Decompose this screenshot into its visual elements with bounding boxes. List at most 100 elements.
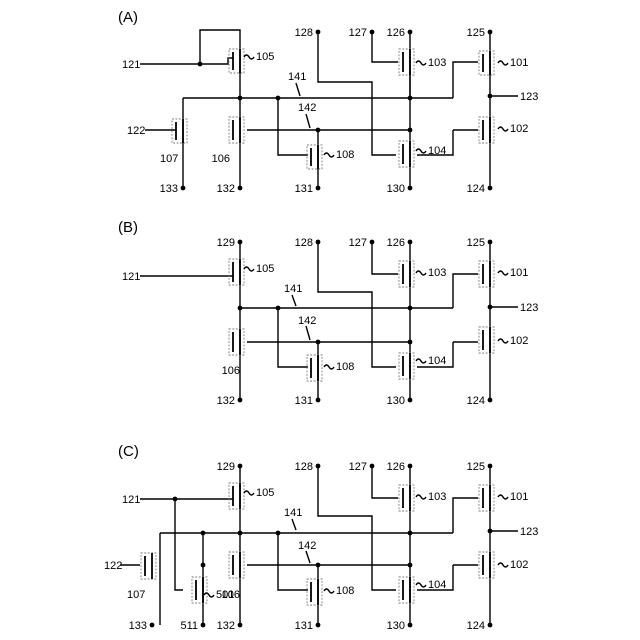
terminal-label-132: 132 [217, 395, 235, 407]
terminal-label-131: 131 [295, 620, 313, 632]
junction-dot [488, 398, 493, 403]
transistor-label-104: 104 [428, 355, 446, 367]
transistor-104: 104 [399, 141, 446, 167]
junction-dot [370, 240, 375, 245]
transistor-label-101: 101 [510, 491, 528, 503]
junction-dot [150, 623, 155, 628]
terminal-label-124: 124 [467, 183, 485, 195]
terminal-label-125: 125 [467, 27, 485, 39]
junction-dot [488, 240, 493, 245]
transistor-label-105: 105 [256, 487, 274, 499]
terminal-label-128: 128 [295, 237, 313, 249]
junction-dot [238, 186, 243, 191]
transistor-102: 102 [479, 117, 528, 143]
junction-dot [316, 240, 321, 245]
transistor-107: 107 [127, 553, 156, 601]
terminal-label-131: 131 [295, 395, 313, 407]
transistor-105: 105 [229, 259, 274, 285]
junction-dot [408, 186, 413, 191]
terminal-label-132: 132 [217, 183, 235, 195]
transistor-105: 105 [229, 483, 274, 509]
terminal-label-128: 128 [295, 461, 313, 473]
terminal-label-127: 127 [349, 27, 367, 39]
transistor-label-101: 101 [510, 57, 528, 69]
transistor-label-102: 102 [510, 559, 528, 571]
transistor-label-103: 103 [428, 491, 446, 503]
panel-label-c: (C) [118, 443, 139, 460]
junction-dot [198, 62, 203, 67]
junction-dot [408, 240, 413, 245]
transistor-label-108: 108 [336, 361, 354, 373]
junction-dot [201, 623, 206, 628]
transistor-label-104: 104 [428, 579, 446, 591]
transistor-label-103: 103 [428, 57, 446, 69]
transistor-label-105: 105 [256, 263, 274, 275]
transistor-label-106: 106 [222, 365, 240, 377]
transistor-108: 108 [307, 145, 354, 169]
panel-label-b: (B) [118, 219, 138, 236]
terminal-label-133: 133 [160, 183, 178, 195]
transistor-label-108: 108 [336, 149, 354, 161]
junction-dot [201, 563, 206, 568]
transistor-102: 102 [479, 327, 528, 353]
wire-label-142: 142 [298, 315, 316, 327]
junction-dot [408, 563, 413, 568]
wire-label-142: 142 [298, 540, 316, 552]
junction-dot [316, 128, 321, 133]
terminal-label-511: 511 [180, 620, 198, 632]
terminal-label-126: 126 [387, 27, 405, 39]
transistor-101: 101 [479, 485, 528, 511]
junction-dot [316, 623, 321, 628]
transistor-102: 102 [479, 552, 528, 578]
transistor-label-103: 103 [428, 267, 446, 279]
wire-label-141: 141 [284, 507, 302, 519]
junction-dot [408, 128, 413, 133]
transistor-label-107: 107 [127, 589, 145, 601]
transistor-label-101: 101 [510, 267, 528, 279]
junction-dot [238, 623, 243, 628]
terminal-label-123: 123 [520, 302, 538, 314]
transistor-103: 103 [399, 485, 446, 511]
terminal-label-133: 133 [129, 620, 147, 632]
terminal-label-121: 121 [122, 271, 140, 283]
panel-a: (A)1211051061321221071331411081311421281… [118, 9, 538, 195]
wire-label-141: 141 [288, 71, 306, 83]
transistor-label-105: 105 [256, 51, 274, 63]
transistor-106: 106 [212, 117, 244, 165]
wire-label-141: 141 [284, 283, 302, 295]
terminal-label-131: 131 [295, 183, 313, 195]
junction-dot [238, 240, 243, 245]
transistor-label-501: 501 [216, 589, 234, 601]
terminal-label-125: 125 [467, 237, 485, 249]
transistor-108: 108 [307, 579, 354, 605]
junction-dot [370, 30, 375, 35]
junction-dot [488, 30, 493, 35]
transistor-501: 501 [192, 577, 234, 603]
terminal-label-122: 122 [104, 560, 122, 572]
terminal-label-124: 124 [467, 395, 485, 407]
junction-dot [408, 340, 413, 345]
terminal-label-124: 124 [467, 620, 485, 632]
transistor-103: 103 [399, 49, 446, 75]
junction-dot [408, 623, 413, 628]
panel-label-a: (A) [118, 9, 138, 26]
terminal-label-123: 123 [520, 526, 538, 538]
transistor-105: 105 [229, 49, 274, 73]
panel-c: (C)1291211051061321411221071335015111081… [104, 443, 538, 632]
terminal-label-127: 127 [349, 237, 367, 249]
terminal-label-125: 125 [467, 461, 485, 473]
terminal-label-132: 132 [217, 620, 235, 632]
terminal-label-128: 128 [295, 27, 313, 39]
terminal-label-121: 121 [122, 59, 140, 71]
terminal-label-126: 126 [387, 237, 405, 249]
wire-label-142: 142 [298, 102, 316, 114]
transistor-label-102: 102 [510, 335, 528, 347]
junction-dot [370, 464, 375, 469]
terminal-label-129: 129 [217, 237, 235, 249]
junction-dot [488, 186, 493, 191]
transistor-label-108: 108 [336, 585, 354, 597]
transistor-label-106: 106 [212, 153, 230, 165]
junction-dot [316, 398, 321, 403]
terminal-label-127: 127 [349, 461, 367, 473]
